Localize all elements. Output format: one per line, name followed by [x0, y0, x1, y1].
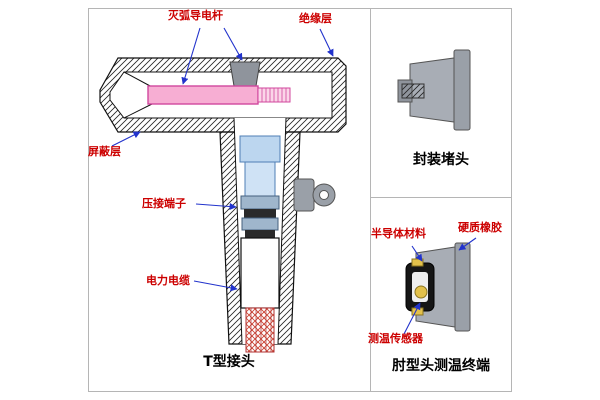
- label-temp-sensor: 测温传感器: [368, 332, 423, 345]
- pulling-eye: [293, 178, 336, 212]
- temp-sensor-dot: [414, 285, 428, 299]
- leader-crimp: [195, 202, 237, 211]
- power-cable: [245, 307, 275, 353]
- leader-insulation: [319, 28, 334, 57]
- conductive-rod: [147, 85, 259, 105]
- plug-diagram: [397, 49, 471, 131]
- panel-borders: [88, 8, 512, 392]
- crimp-terminal: [239, 135, 281, 238]
- contact-block: [229, 61, 261, 87]
- leader-rubber: [458, 237, 477, 251]
- caption-t-joint: T型接头: [203, 354, 255, 370]
- label-arc-rod: 灭弧导电杆: [168, 9, 223, 22]
- leader-semiconductor: [411, 245, 423, 262]
- cable-insulation: [240, 237, 280, 309]
- elbow-diagram: [405, 242, 471, 332]
- leader-arc-rod-1: [181, 27, 201, 85]
- plug-flange: [453, 49, 471, 131]
- leader-cable: [193, 280, 238, 292]
- rod-thread-lines: [261, 88, 287, 102]
- leader-arc-rod-2: [223, 27, 243, 61]
- label-hard-rubber: 硬质橡胶: [458, 221, 502, 234]
- leader-lines: [111, 27, 477, 335]
- plug-thread-hole: [401, 83, 425, 99]
- label-power-cable: 电力电缆: [146, 274, 190, 287]
- t-joint-diagram: [99, 57, 347, 353]
- rubber-pad-bottom: [411, 307, 424, 316]
- label-insulation: 绝缘层: [299, 12, 332, 25]
- label-shield: 屏蔽层: [88, 145, 121, 158]
- leader-sensor: [403, 302, 421, 335]
- label-semiconductor: 半导体材料: [371, 227, 426, 240]
- caption-plug: 封装堵头: [413, 152, 469, 168]
- leader-shield: [111, 131, 141, 147]
- label-crimp-terminal: 压接端子: [142, 197, 186, 210]
- caption-elbow: 肘型头测温终端: [392, 358, 490, 374]
- elbow-flange: [454, 242, 471, 332]
